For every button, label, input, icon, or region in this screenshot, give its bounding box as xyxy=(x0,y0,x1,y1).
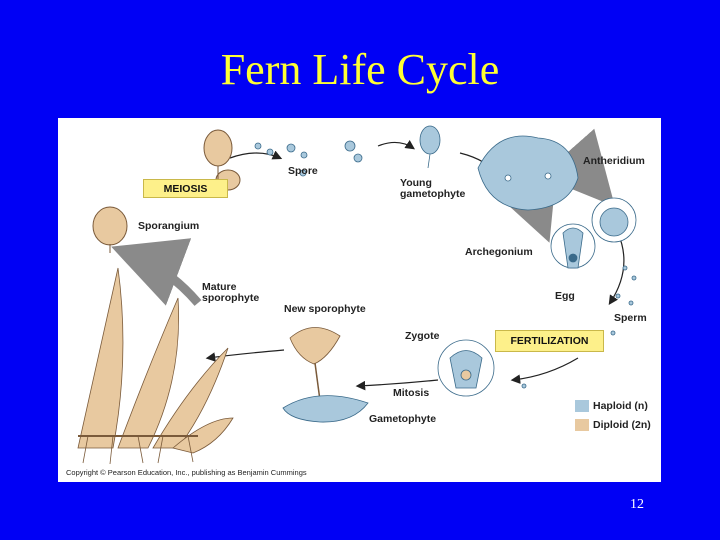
archegonium-illustration xyxy=(550,223,596,269)
copyright-notice: Copyright © Pearson Education, Inc., pub… xyxy=(66,468,307,477)
spore-label: Spore xyxy=(288,165,318,177)
gametophyte-heart-illustration xyxy=(477,135,579,211)
spore-illustrations xyxy=(254,140,363,177)
haploid-swatch xyxy=(575,400,589,412)
mature-sporophyte-illustration xyxy=(77,267,234,465)
zygote-label: Zygote xyxy=(405,330,440,342)
sperm-label: Sperm xyxy=(614,312,647,324)
young-gametophyte-illustration xyxy=(419,125,441,169)
slide-title: Fern Life Cycle xyxy=(220,45,500,94)
fertilization-label: FERTILIZATION xyxy=(510,335,589,347)
meiosis-label: MEIOSIS xyxy=(163,182,208,195)
arrow-sporangium-to-spore xyxy=(229,150,283,160)
antheridium-label: Antheridium xyxy=(583,155,645,167)
arrow-fertilization-to-zygote xyxy=(510,357,579,384)
page-number: 12 xyxy=(630,497,644,512)
new-sporophyte-label: New sporophyte xyxy=(284,303,366,315)
gametophyte-label: Gametophyte xyxy=(369,413,437,425)
diagram-artwork xyxy=(77,125,637,465)
egg-label: Egg xyxy=(555,290,575,302)
fern-life-cycle-diagram: MEIOSIS FERTILIZATION Spore Young gameto… xyxy=(58,118,661,482)
zygote-illustration xyxy=(437,339,495,397)
diploid-swatch xyxy=(575,419,589,431)
arrow-zygote-to-sporophyte xyxy=(355,379,439,391)
meiosis-box: MEIOSIS xyxy=(143,179,228,198)
mature-sporophyte-label: Mature sporophyte xyxy=(202,281,260,304)
legend-diploid: Diploid (2n) xyxy=(593,419,651,431)
arrow-antheridium-to-sperm xyxy=(608,232,625,306)
sperm-illustrations xyxy=(521,265,637,389)
archegonium-label: Archegonium xyxy=(465,246,533,258)
arrow-sporophyte-to-mature xyxy=(205,349,285,362)
sporangium-label: Sporangium xyxy=(138,220,200,232)
young-gametophyte-label: Young gametophyte xyxy=(400,177,466,200)
sporangium-illustration xyxy=(92,129,241,253)
arrow-spore-to-gametophyte xyxy=(377,140,415,150)
legend-haploid: Haploid (n) xyxy=(593,400,648,412)
antheridium-illustration xyxy=(591,197,637,243)
new-sporophyte-illustration xyxy=(282,327,369,423)
fertilization-box: FERTILIZATION xyxy=(495,330,604,352)
arrow-mature-to-sporangium xyxy=(111,238,202,306)
mitosis-label: Mitosis xyxy=(393,387,430,399)
